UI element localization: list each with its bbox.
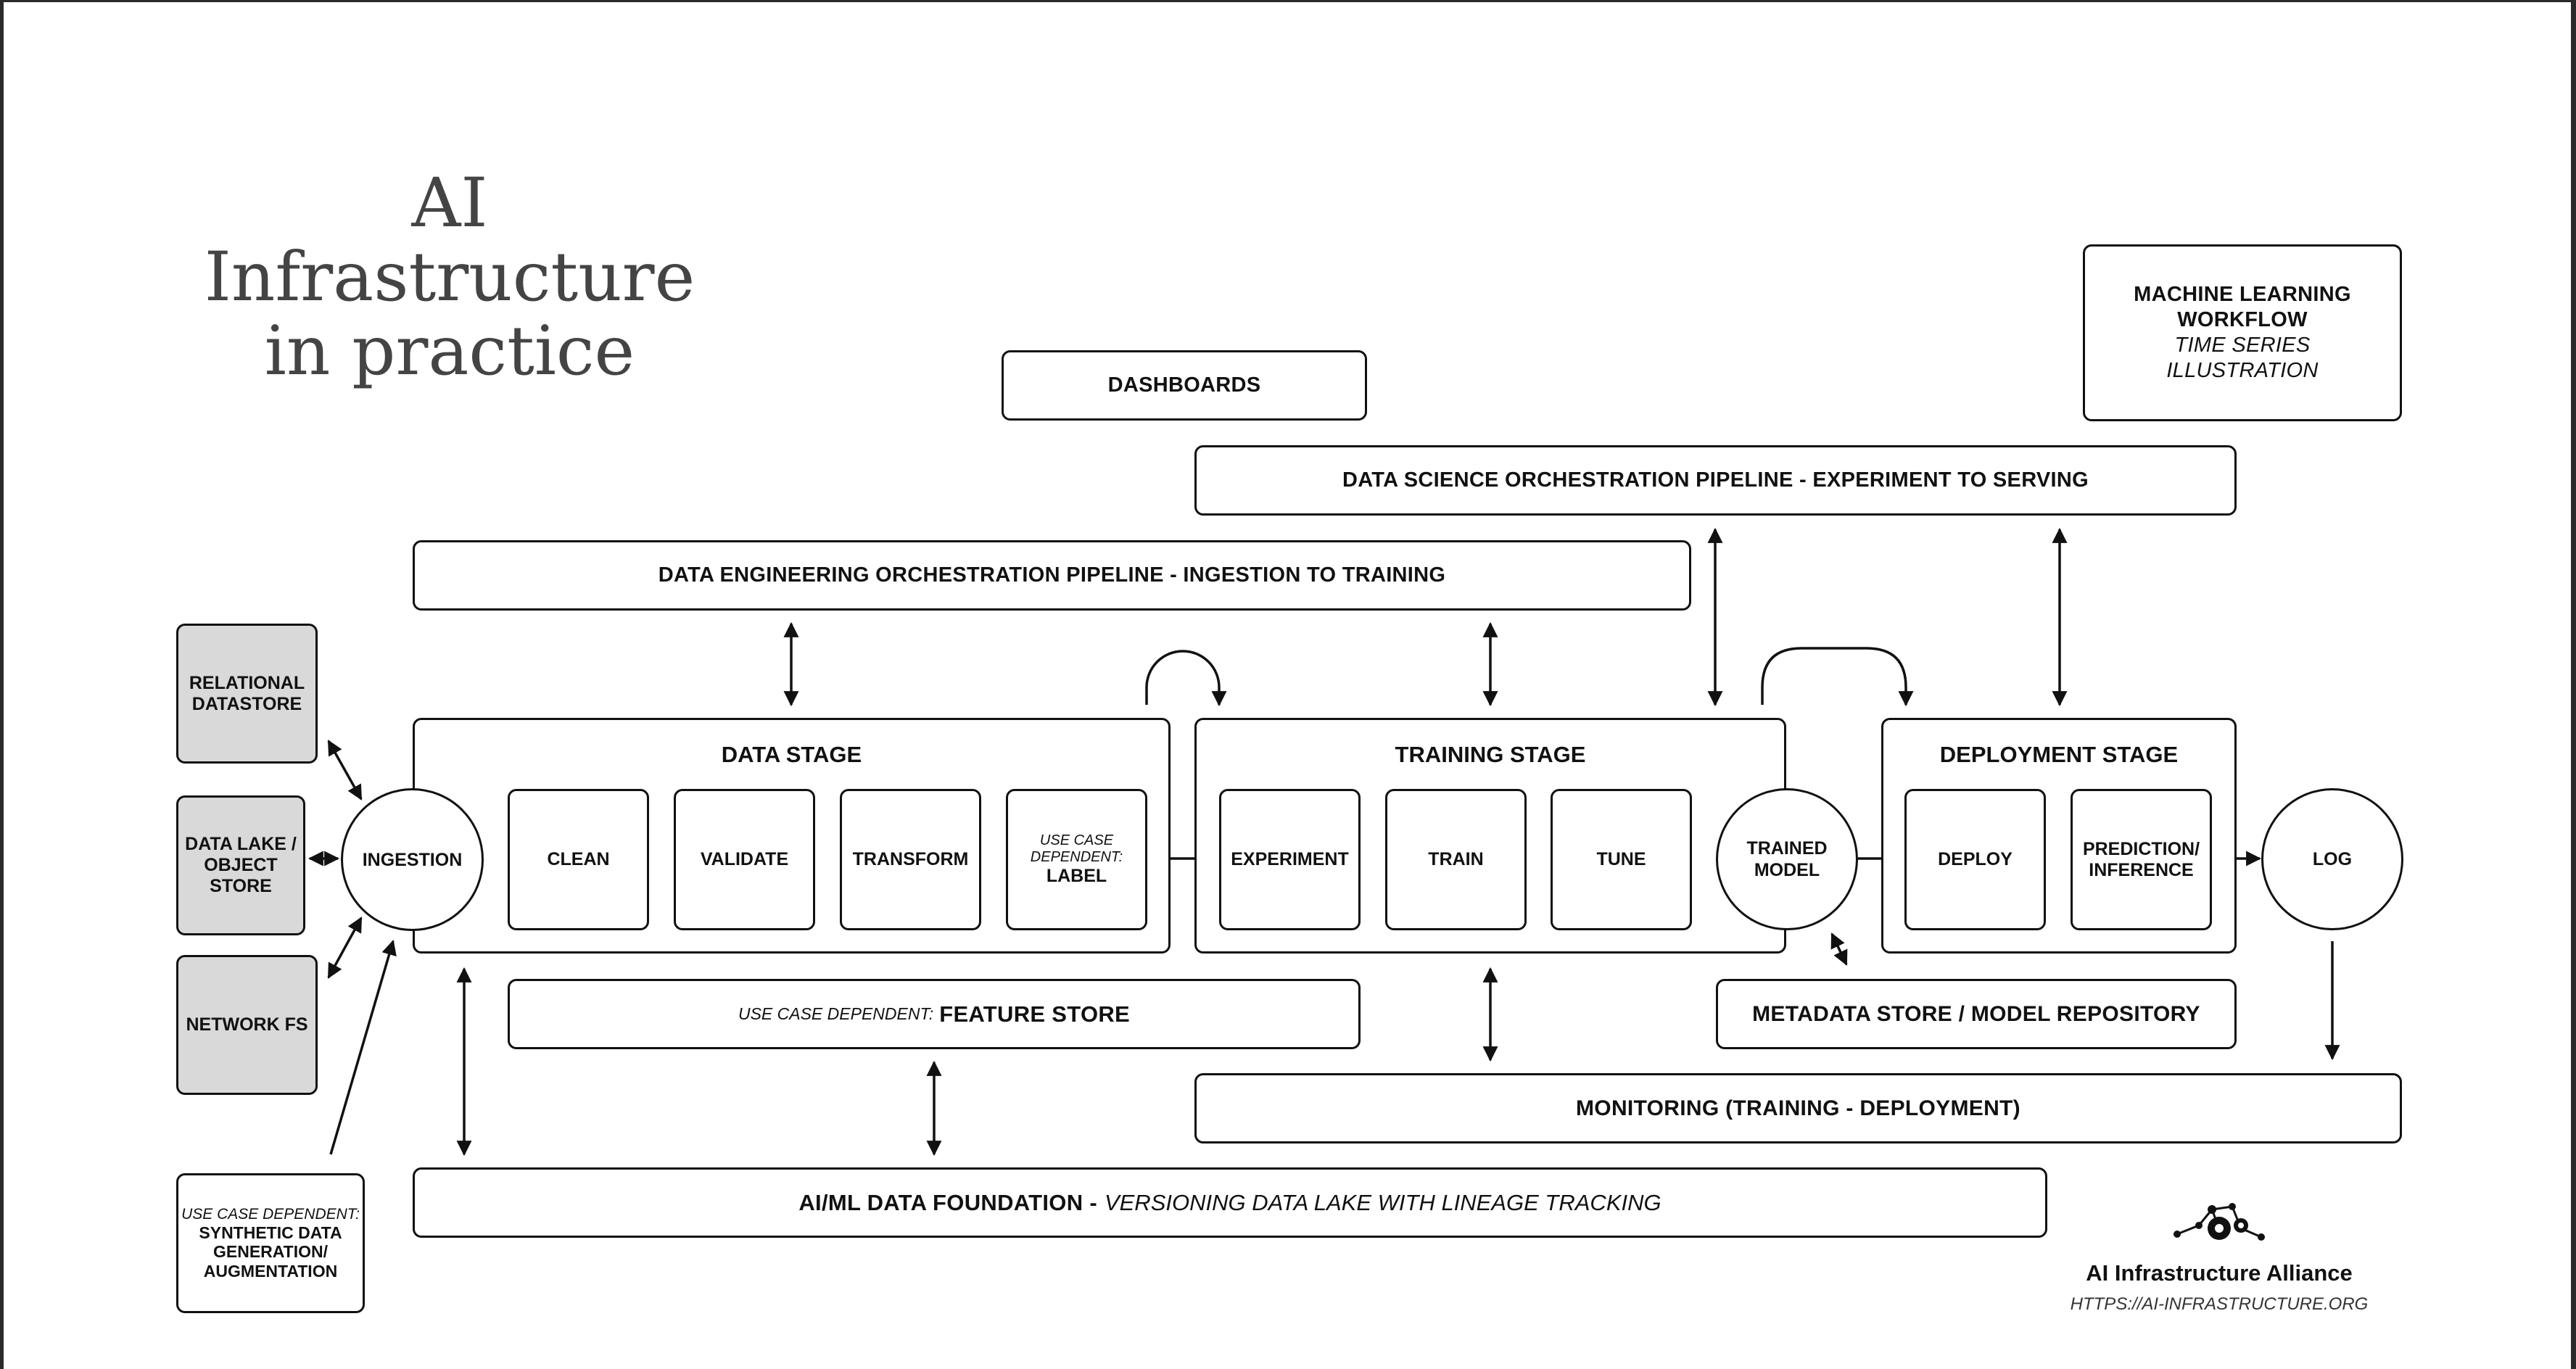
validate-box: VALIDATE xyxy=(674,789,815,930)
arrow-model-metadata xyxy=(1830,932,1848,966)
ai-alliance-logo-icon xyxy=(2174,1203,2265,1241)
arrow-relational-ingestion xyxy=(327,740,363,801)
deployment-stage-title: DEPLOYMENT STAGE xyxy=(1939,742,2179,767)
trained-model-node: TRAINED MODEL xyxy=(1716,788,1858,930)
clean-label: CLEAN xyxy=(547,849,610,870)
experiment-label: EXPERIMENT xyxy=(1231,849,1349,870)
tune-label: TUNE xyxy=(1596,849,1646,870)
network-fs-box: NETWORK FS xyxy=(176,955,318,1095)
synthetic-data-box: USE CASE DEPENDENT: SYNTHETIC DATA GENER… xyxy=(176,1173,365,1313)
feature-store-prefix: USE CASE DEPENDENT: xyxy=(738,1004,934,1024)
data-foundation-sub: VERSIONING DATA LAKE WITH LINEAGE TRACKI… xyxy=(1104,1189,1661,1215)
clean-box: CLEAN xyxy=(508,789,649,930)
metadata-store-box: METADATA STORE / MODEL REPOSITORY xyxy=(1716,979,2237,1049)
ingestion-label: INGESTION xyxy=(362,849,463,870)
deploy-label: DEPLOY xyxy=(1938,849,2012,870)
arrow-networkfs-ingestion xyxy=(327,917,363,979)
synthetic-data-prefix: USE CASE DEPENDENT: xyxy=(181,1205,360,1223)
prediction-label: PREDICTION/ INFERENCE xyxy=(2082,838,2200,880)
legend-line-4: ILLUSTRATION xyxy=(2166,358,2319,382)
relational-datastore-label: RELATIONAL DATASTORE xyxy=(189,672,305,714)
log-node: LOG xyxy=(2261,788,2403,930)
tune-box: TUNE xyxy=(1551,789,1692,930)
arrow-synthetic-ingestion xyxy=(329,939,397,1155)
monitoring-box: MONITORING (TRAINING - DEPLOYMENT) xyxy=(1194,1073,2402,1143)
data-foundation-label: AI/ML DATA FOUNDATION - xyxy=(798,1189,1097,1215)
data-engineering-pipeline-label: DATA ENGINEERING ORCHESTRATION PIPELINE … xyxy=(658,563,1446,587)
data-foundation-box: AI/ML DATA FOUNDATION - VERSIONING DATA … xyxy=(413,1167,2047,1238)
dashboards-box: DASHBOARDS xyxy=(1002,350,1367,421)
legend-line-1: MACHINE LEARNING xyxy=(2134,283,2351,307)
legend-line-2: WORKFLOW xyxy=(2177,308,2308,332)
experiment-box: EXPERIMENT xyxy=(1219,789,1361,930)
validate-label: VALIDATE xyxy=(700,849,789,870)
title-line-2: Infrastructure xyxy=(204,238,695,317)
network-fs-label: NETWORK FS xyxy=(186,1014,308,1035)
data-engineering-pipeline-box: DATA ENGINEERING ORCHESTRATION PIPELINE … xyxy=(413,540,1691,611)
deploy-box: DEPLOY xyxy=(1904,789,2046,930)
relational-datastore-box: RELATIONAL DATASTORE xyxy=(176,624,318,764)
training-stage-title: TRAINING STAGE xyxy=(1395,742,1586,767)
loop-training-deployment xyxy=(1761,647,1914,707)
feature-store-label: FEATURE STORE xyxy=(939,1001,1131,1027)
label-prefix: USE CASE DEPENDENT: xyxy=(1030,832,1123,866)
title-line-1: AI xyxy=(411,164,488,243)
frame-top xyxy=(0,0,2576,2)
log-label: LOG xyxy=(2312,849,2353,869)
transform-box: TRANSFORM xyxy=(840,789,981,930)
label-box: USE CASE DEPENDENT: LABEL xyxy=(1006,789,1147,930)
alliance-url[interactable]: HTTPS://AI-INFRASTRUCTURE.ORG xyxy=(2070,1294,2369,1314)
label-label: LABEL xyxy=(1046,866,1107,887)
data-science-pipeline-box: DATA SCIENCE ORCHESTRATION PIPELINE - EX… xyxy=(1194,445,2237,516)
data-lake-box: DATA LAKE / OBJECT STORE xyxy=(176,795,305,935)
loop-data-training xyxy=(1145,650,1227,707)
title-line-3: in practice xyxy=(264,312,635,391)
legend-line-3: TIME SERIES xyxy=(2174,334,2311,357)
ingestion-node: INGESTION xyxy=(341,788,484,931)
metadata-store-label: METADATA STORE / MODEL REPOSITORY xyxy=(1752,1001,2200,1026)
prediction-box: PREDICTION/ INFERENCE xyxy=(2071,789,2212,930)
synthetic-data-label: SYNTHETIC DATA GENERATION/ AUGMENTATION xyxy=(199,1223,342,1281)
legend-box: MACHINE LEARNING WORKFLOW TIME SERIES IL… xyxy=(2083,244,2402,421)
alliance-name: AI Infrastructure Alliance xyxy=(2086,1260,2353,1286)
train-box: TRAIN xyxy=(1385,789,1527,930)
data-stage-title: DATA STAGE xyxy=(721,742,862,767)
dashboards-label: DASHBOARDS xyxy=(1107,373,1261,397)
data-science-pipeline-label: DATA SCIENCE ORCHESTRATION PIPELINE - EX… xyxy=(1342,468,2089,492)
monitoring-label: MONITORING (TRAINING - DEPLOYMENT) xyxy=(1576,1096,2020,1120)
trained-model-label: TRAINED MODEL xyxy=(1746,838,1828,880)
data-lake-label: DATA LAKE / OBJECT STORE xyxy=(185,834,297,896)
feature-store-box: USE CASE DEPENDENT: FEATURE STORE xyxy=(508,979,1361,1049)
frame-left xyxy=(0,0,4,1369)
train-label: TRAIN xyxy=(1428,849,1484,870)
frame-right xyxy=(2571,0,2576,1369)
page-title: AI Infrastructure in practice xyxy=(181,167,718,389)
transform-label: TRANSFORM xyxy=(852,849,969,870)
